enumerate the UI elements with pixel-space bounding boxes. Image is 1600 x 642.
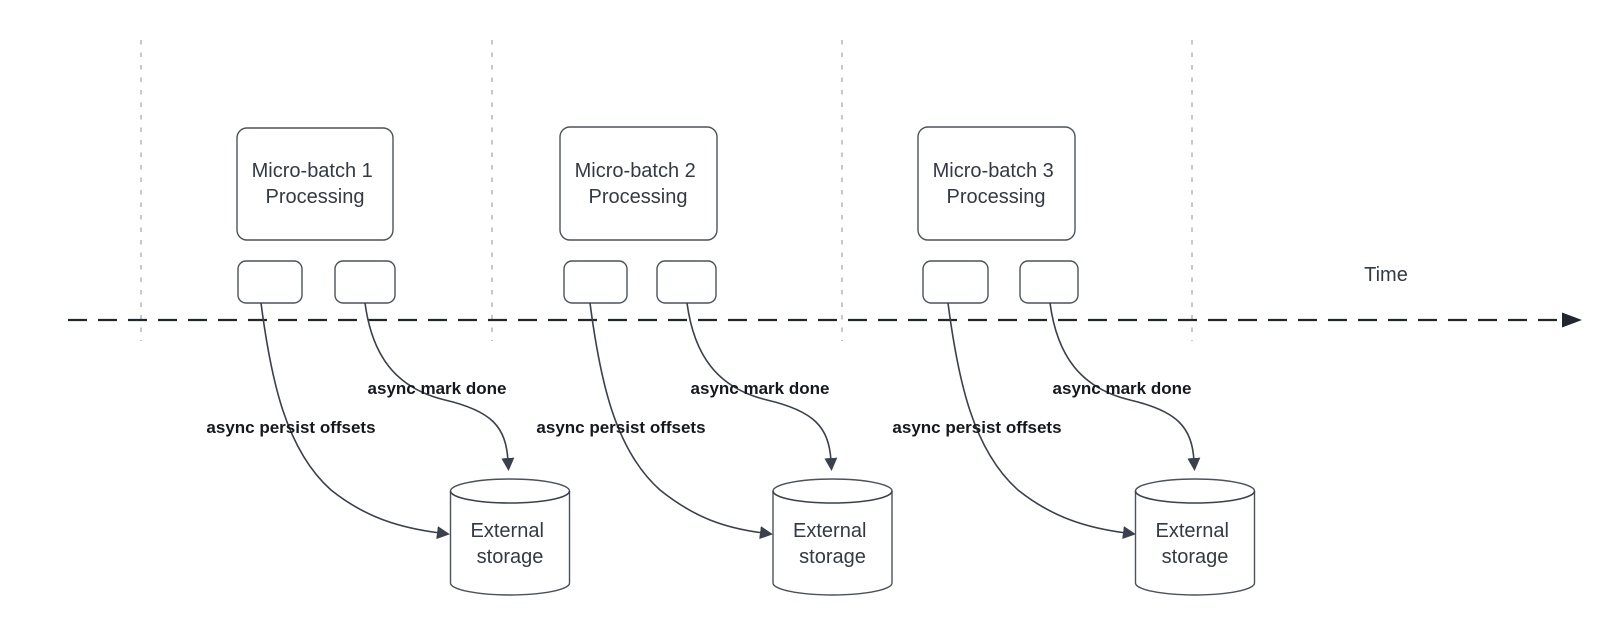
micro-batch-box-3 <box>917 126 1076 241</box>
external-storage-cylinder-1-lid <box>449 490 571 504</box>
micro-batch-box-2-label: Micro-batch 2 Processing <box>575 160 702 208</box>
mark-done-task-box-3 <box>1019 260 1079 304</box>
external-storage-cylinder-3 <box>1134 478 1256 596</box>
persist-offsets-arrow-3 <box>947 302 1136 540</box>
mark-done-arrow-3 <box>1049 302 1201 471</box>
external-storage-label-1: External storage <box>471 520 550 568</box>
persist-offsets-arrow-2 <box>589 302 773 540</box>
external-storage-label-3: External storage <box>1156 520 1235 568</box>
persist-offsets-task-box-3 <box>922 260 989 304</box>
persist-offsets-label-3: async persist offsets <box>892 418 1061 437</box>
time-axis-arrowhead-icon <box>1562 312 1582 328</box>
micro-batch-box-1 <box>236 127 394 241</box>
persist-offsets-label-2: async persist offsets <box>536 418 705 437</box>
persist-offsets-task-box-2 <box>563 260 628 304</box>
micro-batch-group-2: Micro-batch 2 Processing async persist o… <box>536 126 893 596</box>
micro-batch-group-3: Micro-batch 3 Processing async persist o… <box>892 126 1256 596</box>
time-axis-label: Time <box>1364 264 1408 286</box>
mark-done-label-3: async mark done <box>1053 379 1192 398</box>
persist-offsets-arrow-1 <box>260 302 450 540</box>
persist-offsets-task-box-1 <box>237 260 303 304</box>
external-storage-label-2: External storage <box>793 520 872 568</box>
micro-batch-box-3-label: Micro-batch 3 Processing <box>933 160 1060 208</box>
mark-done-arrow-2 <box>686 302 838 471</box>
mark-done-arrow-1 <box>364 302 515 471</box>
mark-done-label-2: async mark done <box>691 379 830 398</box>
micro-batch-group-1: Micro-batch 1 Processing async persist o… <box>206 127 571 596</box>
micro-batch-box-2 <box>559 126 718 241</box>
persist-offsets-label-1: async persist offsets <box>206 418 375 437</box>
external-storage-cylinder-2-lid <box>772 490 893 504</box>
external-storage-cylinder-2 <box>772 478 893 596</box>
external-storage-cylinder-1 <box>449 478 571 596</box>
mark-done-task-box-1 <box>334 260 396 304</box>
mark-done-label-1: async mark done <box>368 379 507 398</box>
time-axis: Time <box>68 264 1582 328</box>
external-storage-cylinder-3-lid <box>1134 490 1256 504</box>
mark-done-task-box-2 <box>656 260 717 304</box>
micro-batch-box-1-label: Micro-batch 1 Processing <box>252 160 379 208</box>
